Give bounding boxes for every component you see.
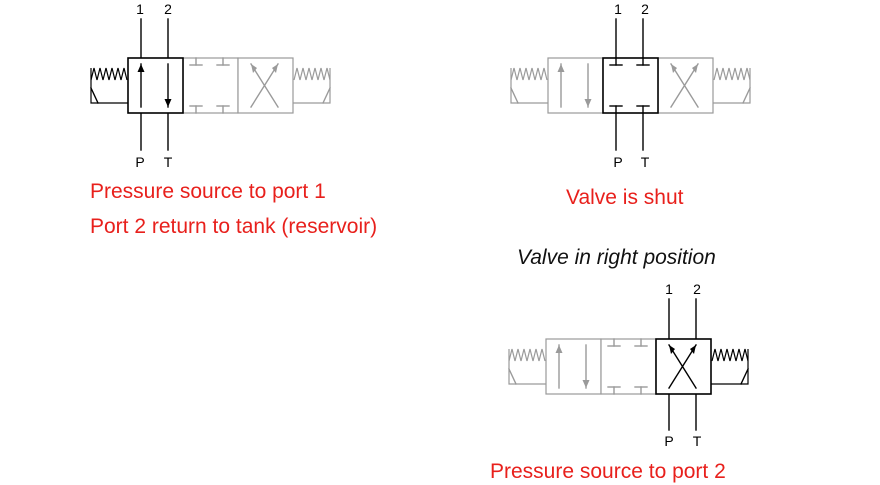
left-spring-housing (510, 68, 548, 104)
left-spring-spring (508, 348, 546, 362)
port-p-label: P (664, 433, 673, 449)
envelope-cross-cross-a (250, 63, 279, 108)
right-spring-spring (713, 67, 751, 81)
right-spring-housing-slash (742, 87, 751, 104)
port-p-label: P (613, 154, 622, 170)
envelope-cross-box (657, 57, 714, 114)
port-2-label: 2 (641, 1, 649, 17)
port-1-label: 1 (665, 281, 673, 297)
left-spring-housing-slash (90, 87, 99, 104)
port-2-label: 2 (164, 1, 172, 17)
envelope-parallel-box (127, 57, 184, 114)
port-t-label: T (641, 154, 650, 170)
caption-pressure-to-port-2: Pressure source to port 2 (490, 460, 726, 483)
envelope-blocked-box (600, 338, 657, 395)
envelope-cross-cross-a (670, 63, 699, 108)
left-spring-housing-slash (510, 87, 519, 104)
valve-right-position: 1 2 P T (508, 281, 749, 449)
envelope-parallel-box (545, 338, 602, 395)
valve-left-position: 1 2 P T (90, 1, 331, 170)
right-spring-housing (711, 349, 749, 385)
left-spring-housing (508, 349, 546, 385)
right-spring-spring (711, 348, 749, 362)
right-spring-housing-slash (322, 87, 331, 104)
caption-pressure-to-port-1: Pressure source to port 1 (90, 180, 326, 203)
envelope-parallel-box (547, 57, 604, 114)
port-2-label: 2 (693, 281, 701, 297)
right-spring-spring (293, 67, 331, 81)
valve-center-position: 1 2 P T (510, 1, 751, 170)
caption-valve-shut: Valve is shut (566, 186, 684, 209)
title-right-position: Valve in right position (517, 246, 716, 269)
port-1-label: 1 (614, 1, 622, 17)
left-spring-housing (90, 68, 128, 104)
right-spring-housing (293, 68, 331, 104)
port-p-label: P (135, 154, 144, 170)
envelope-blocked-box (182, 57, 239, 114)
caption-port-2-return: Port 2 return to tank (reservoir) (90, 215, 378, 238)
envelope-cross-box (237, 57, 294, 114)
envelope-cross-cross-a (668, 344, 697, 389)
envelope-blocked-box (602, 57, 659, 114)
left-spring-housing-slash (508, 368, 517, 385)
left-spring-spring (510, 67, 548, 81)
right-spring-housing (713, 68, 751, 104)
right-spring-housing-slash (740, 368, 749, 385)
left-spring-spring (90, 67, 128, 81)
port-1-label: 1 (136, 1, 144, 17)
envelope-cross-box (655, 338, 712, 395)
port-t-label: T (693, 433, 702, 449)
port-t-label: T (164, 154, 173, 170)
